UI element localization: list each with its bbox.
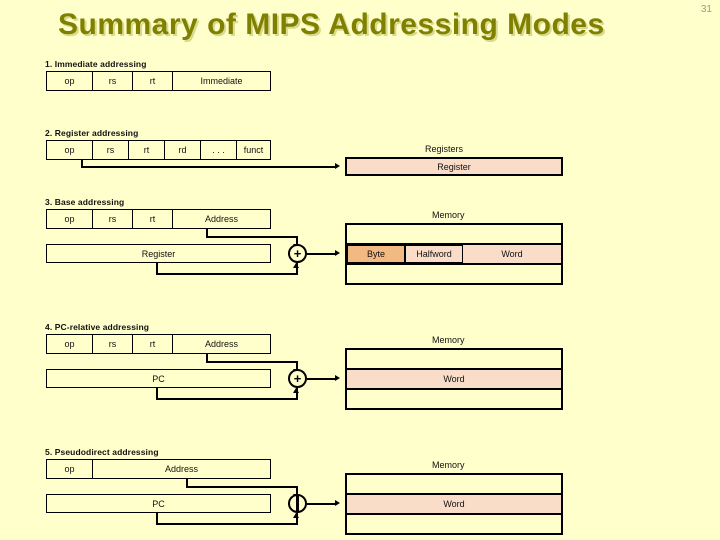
field-rt: rt <box>133 335 173 353</box>
memory-row-word: Word <box>347 495 561 515</box>
instruction-pseudodirect: op Address <box>46 459 271 479</box>
wire-base-addr-to-adder <box>296 236 298 248</box>
wire-pc-addr-right <box>206 361 298 363</box>
arrowhead-pd-memory <box>335 500 340 506</box>
field-address: Address <box>93 460 270 478</box>
instruction-register: op rs rt rd . . . funct <box>46 140 271 160</box>
field-rt: rt <box>133 210 173 228</box>
wire-pd-pc-to-concat <box>296 513 298 525</box>
pc-adder-plus: + <box>288 369 307 388</box>
wire-pc-to-adder <box>296 388 298 400</box>
wire-pc-to-memory <box>307 378 337 380</box>
wire-register-down <box>81 160 83 168</box>
registers-block: Register <box>345 157 563 176</box>
field-op: op <box>47 210 93 228</box>
pc-box-pseudodirect: PC <box>46 494 271 513</box>
memory-cell-word: Word <box>463 245 561 263</box>
pc-label: PC <box>152 498 165 509</box>
wire-pd-pc-down <box>156 513 158 525</box>
section-label-base: 3. Base addressing <box>45 197 125 207</box>
wire-register-right <box>81 166 337 168</box>
pseudodirect-concat-operator <box>288 494 307 513</box>
field-immediate: Immediate <box>173 72 270 90</box>
registers-label: Registers <box>425 144 464 154</box>
memory-block-pseudodirect: Word <box>345 473 563 535</box>
section-label-pseudodirect: 5. Pseudodirect addressing <box>45 447 159 457</box>
field-op: op <box>47 72 93 90</box>
arrowhead-pc <box>293 388 299 393</box>
memory-row-empty-bottom <box>347 265 561 283</box>
memory-block-base: Byte Halfword Word <box>345 223 563 285</box>
wire-pd-addr-down <box>186 479 188 488</box>
base-register-label: Register <box>141 248 176 259</box>
memory-row-data: Byte Halfword Word <box>347 245 561 265</box>
arrowhead-pc-memory <box>335 375 340 381</box>
pc-box-relative: PC <box>46 369 271 388</box>
field-rt: rt <box>129 141 165 159</box>
wire-base-reg-to-adder <box>296 263 298 275</box>
base-adder-plus: + <box>288 244 307 263</box>
wire-pd-addr-right <box>186 486 298 488</box>
field-rs: rs <box>93 210 133 228</box>
memory-block-pc: Word <box>345 348 563 410</box>
instruction-pc-relative: op rs rt Address <box>46 334 271 354</box>
memory-label-pc: Memory <box>432 335 465 345</box>
memory-label-base: Memory <box>432 210 465 220</box>
section-label-pc-relative: 4. PC-relative addressing <box>45 322 150 332</box>
page-number: 31 <box>700 4 712 15</box>
memory-cell-byte: Byte <box>347 245 405 263</box>
wire-pc-addr-down <box>206 354 208 363</box>
field-rs: rs <box>93 72 133 90</box>
instruction-immediate: op rs rt Immediate <box>46 71 271 91</box>
field-funct: funct <box>237 141 270 159</box>
wire-pc-right <box>156 398 298 400</box>
pc-label: PC <box>152 373 165 384</box>
field-rs: rs <box>93 141 129 159</box>
wire-pc-down <box>156 388 158 400</box>
wire-pc-addr-to-adder <box>296 361 298 373</box>
memory-row-empty-top <box>347 225 561 245</box>
wire-base-reg-right <box>156 273 298 275</box>
arrowhead-base-memory <box>335 250 340 256</box>
wire-base-to-memory <box>307 253 337 255</box>
memory-cell-halfword: Halfword <box>405 245 463 263</box>
wire-pd-pc-right <box>156 523 298 525</box>
wire-base-reg-down <box>156 263 158 275</box>
arrowhead-base-reg <box>293 263 299 268</box>
memory-row-word: Word <box>347 370 561 390</box>
wire-pd-addr-to-concat <box>296 486 298 498</box>
wire-base-addr-down <box>206 229 208 238</box>
page-title: Summary of MIPS Addressing Modes <box>58 8 605 41</box>
field-op: op <box>47 335 93 353</box>
wire-pd-to-memory <box>307 503 337 505</box>
memory-row-empty-top <box>347 350 561 370</box>
section-label-immediate: 1. Immediate addressing <box>45 59 147 69</box>
register-cell-label: Register <box>437 161 471 172</box>
plus-sign: + <box>293 246 302 261</box>
memory-row-empty-bottom <box>347 390 561 408</box>
field-op: op <box>47 141 93 159</box>
memory-row-empty-top <box>347 475 561 495</box>
memory-label-pseudodirect: Memory <box>432 460 465 470</box>
field-op: op <box>47 460 93 478</box>
arrowhead-pd-pc <box>293 513 299 518</box>
field-address: Address <box>173 335 270 353</box>
field-ellipsis: . . . <box>201 141 237 159</box>
section-label-register: 2. Register addressing <box>45 128 139 138</box>
base-register-box: Register <box>46 244 271 263</box>
arrowhead-register <box>335 163 340 169</box>
field-rt: rt <box>133 72 173 90</box>
field-rd: rd <box>165 141 201 159</box>
field-rs: rs <box>93 335 133 353</box>
field-address: Address <box>173 210 270 228</box>
plus-sign: + <box>293 371 302 386</box>
wire-base-addr-right <box>206 236 298 238</box>
memory-row-empty-bottom <box>347 515 561 533</box>
instruction-base: op rs rt Address <box>46 209 271 229</box>
